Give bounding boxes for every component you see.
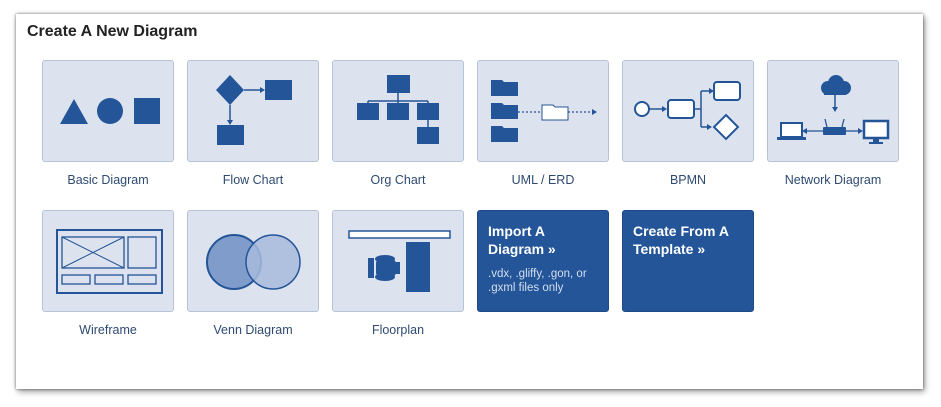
tile-label: Org Chart: [370, 173, 426, 187]
floorplan-icon: [348, 230, 451, 292]
venn-icon: [206, 234, 301, 290]
tile-org-chart[interactable]: Org Chart: [332, 60, 477, 210]
org-chart-icon: [357, 75, 439, 144]
tile-basic-diagram[interactable]: Basic Diagram: [42, 60, 187, 210]
card: [187, 210, 319, 312]
create-diagram-panel: Create A New Diagram Basic Diagram Flow: [16, 14, 923, 389]
tile-label: UML / ERD: [511, 173, 575, 187]
card: [42, 210, 174, 312]
tile-venn-diagram[interactable]: Venn Diagram: [187, 210, 332, 360]
tile-label: BPMN: [669, 173, 707, 187]
card: [332, 60, 464, 162]
tile-label: Basic Diagram: [67, 173, 149, 187]
uml-erd-icon: [491, 80, 597, 142]
card: [187, 60, 319, 162]
tile-label: Network Diagram: [784, 173, 882, 187]
card: [622, 60, 754, 162]
import-file-types: .vdx, .gliffy, .gon, or .gxml files only: [488, 268, 587, 294]
card: [767, 60, 899, 162]
card: [332, 210, 464, 312]
tile-network-diagram[interactable]: Network Diagram: [767, 60, 912, 210]
tile-label: Floorplan: [371, 323, 425, 337]
shapes-icon: [60, 98, 160, 124]
template-heading: Create From A Template »: [633, 223, 729, 257]
wireframe-icon: [56, 229, 163, 294]
import-diagram-tile[interactable]: Import A Diagram » .vdx, .gliffy, .gon, …: [477, 210, 622, 360]
card: [42, 60, 174, 162]
network-icon: [777, 75, 890, 144]
import-diagram-button[interactable]: Import A Diagram » .vdx, .gliffy, .gon, …: [477, 210, 609, 312]
tile-wireframe[interactable]: Wireframe: [42, 210, 187, 360]
create-from-template-tile[interactable]: Create From A Template »: [622, 210, 767, 360]
tile-flow-chart[interactable]: Flow Chart: [187, 60, 332, 210]
flowchart-icon: [216, 75, 292, 145]
create-from-template-button[interactable]: Create From A Template »: [622, 210, 754, 312]
card: [477, 60, 609, 162]
tile-bpmn[interactable]: BPMN: [622, 60, 767, 210]
tile-label: Flow Chart: [222, 173, 284, 187]
import-heading: Import A Diagram »: [488, 223, 556, 257]
panel-title: Create A New Diagram: [27, 23, 198, 40]
tile-uml-erd[interactable]: UML / ERD: [477, 60, 622, 210]
tile-label: Venn Diagram: [213, 323, 293, 337]
tile-label: Wireframe: [79, 323, 137, 337]
tile-floorplan[interactable]: Floorplan: [332, 210, 477, 360]
bpmn-icon: [634, 81, 741, 141]
